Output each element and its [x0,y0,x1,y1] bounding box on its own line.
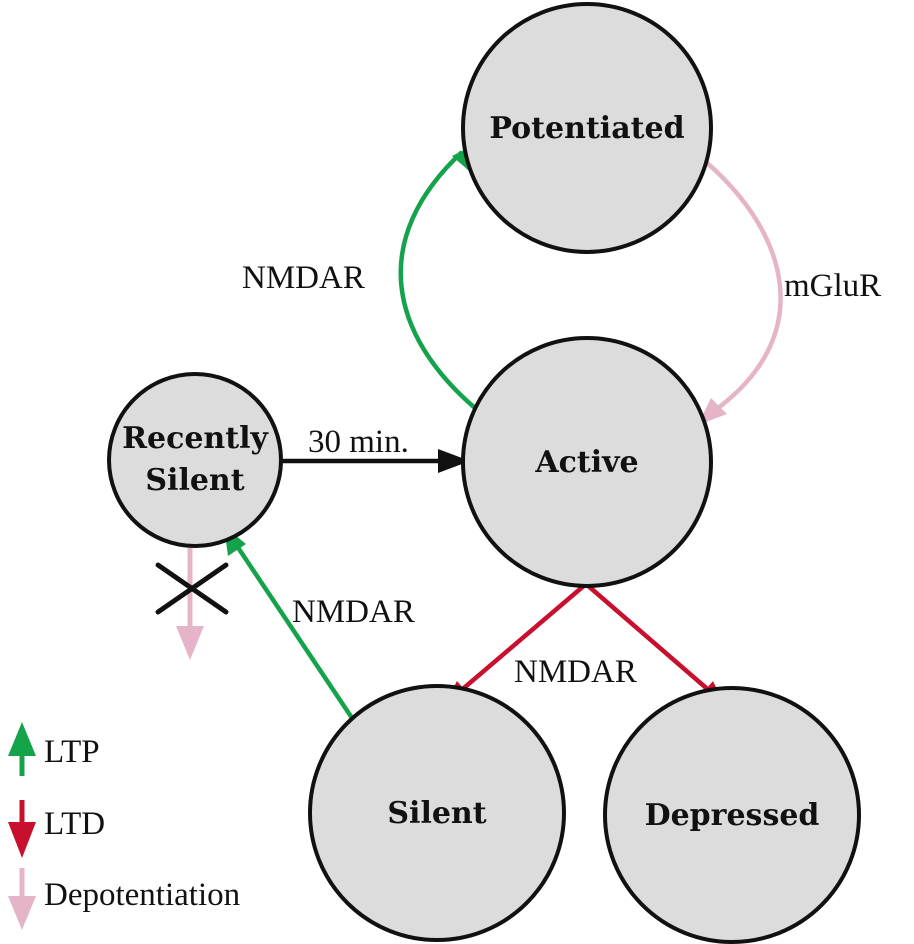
node-label-active: Active [534,445,638,480]
edge-label-active-to-silent-depressed: NMDAR [514,654,637,690]
edge-potentiated-to-active [698,160,783,425]
edge-label-recently-silent-to-active: 30 min. [308,424,409,460]
legend-depotentiation-arrow-icon [8,896,36,930]
arrowhead-neutral [438,449,470,473]
edge-label-silent-to-recently-silent: NMDAR [292,594,415,630]
node-label-recently-silent-line2: Silent [145,463,244,498]
legend-item-depotentiation: Depotentiation [8,868,240,930]
legend-item-ltp: LTP [8,722,100,776]
legend-ltd-arrow-icon [8,822,36,858]
node-label-silent: Silent [387,796,486,831]
node-potentiated: Potentiated [461,2,713,254]
blocked-x-mark [155,562,229,615]
legend: LTP LTD Depotentiation [8,722,240,930]
node-recently-silent: Recently Silent [107,372,283,548]
edge-active-to-potentiated [398,143,478,410]
edge-recently-silent-blocked-depotentiation [155,540,229,660]
edge-recently-silent-to-active [280,449,470,473]
legend-label-depotentiation: Depotentiation [44,877,240,913]
edge-label-active-to-potentiated: NMDAR [242,260,365,296]
legend-ltp-arrow-icon [8,722,36,756]
legend-label-ltp: LTP [44,734,100,770]
node-depressed: Depressed [603,686,861,944]
node-silent: Silent [308,684,566,942]
node-label-recently-silent-line1: Recently [122,421,269,456]
legend-item-ltd: LTD [8,800,105,858]
arrowhead-depotentiation [698,398,727,425]
node-active: Active [461,336,713,588]
legend-label-ltd: LTD [44,806,105,842]
arrowhead-depotentiation [176,626,204,660]
edge-label-potentiated-to-active: mGluR [784,268,881,304]
node-label-depressed: Depressed [645,798,820,833]
node-label-potentiated: Potentiated [489,111,684,146]
